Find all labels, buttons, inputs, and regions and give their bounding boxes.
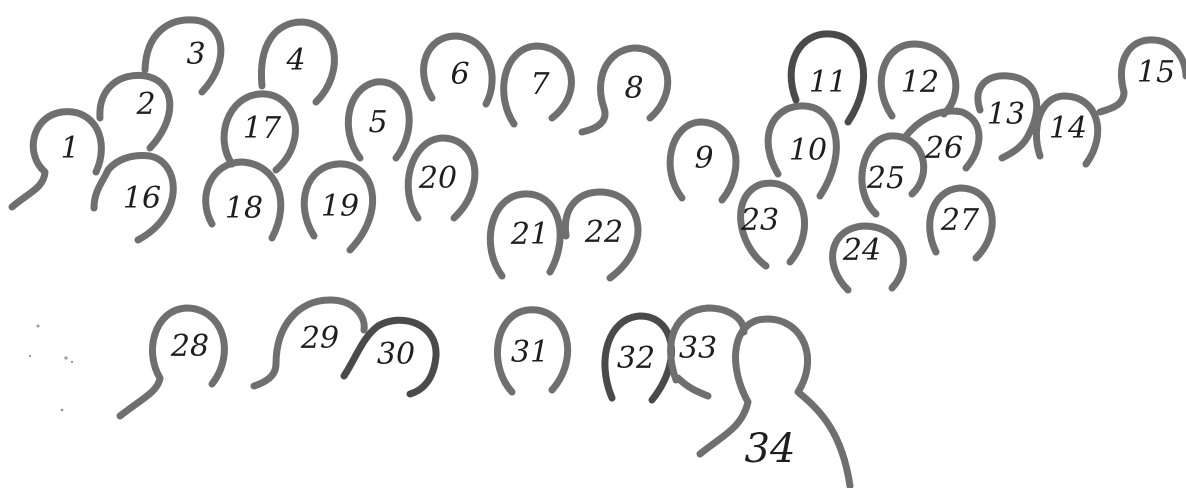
figure-label: 12 [901,65,939,100]
figure-label: 24 [842,233,881,268]
figure-label: 31 [511,335,549,370]
figure-label: 16 [123,181,161,216]
figure-label: 11 [809,65,847,100]
figure-label: 28 [170,329,209,364]
figure-label: 14 [1049,111,1087,146]
figure-label: 6 [450,57,469,92]
figure-16: 16 [94,156,173,240]
figure-label: 5 [368,105,387,140]
figure-label: 19 [321,189,359,224]
figure-label: 34 [745,426,796,472]
figure-20: 20 [408,138,475,218]
figure-label: 10 [789,133,827,168]
figure-18: 18 [206,162,281,238]
figure-label: 33 [679,331,717,366]
figure-13: 13 [978,76,1037,158]
figure-label: 3 [186,37,205,72]
figure-label: 21 [510,217,549,252]
figure-9: 9 [670,122,736,200]
figure-label: 23 [740,203,779,238]
figure-25: 25 [862,136,924,214]
figure-31: 31 [497,310,567,392]
figure-label: 27 [940,203,980,238]
figure-label: 18 [225,191,263,226]
figure-label: 26 [924,131,963,166]
figure-30: 30 [344,320,436,394]
figure-label: 13 [987,97,1025,132]
paper-specks [29,325,73,412]
figure-label: 30 [377,337,415,372]
figure-4: 4 [261,22,334,102]
figure-label: 8 [624,71,643,106]
figure-15: 15 [1100,40,1186,112]
figure-7: 7 [504,46,572,124]
figure-label: 17 [243,111,282,146]
figure-26: 26 [906,111,979,168]
figure-label: 15 [1137,55,1175,90]
figure-label: 32 [617,341,655,376]
figure-24: 24 [833,226,904,290]
figure-label: 2 [135,87,155,122]
figure-2: 2 [100,75,170,148]
figure-1: 1 [12,112,101,207]
figure-14: 14 [1036,96,1097,164]
figure-32: 32 [605,316,671,400]
figure-17: 17 [224,94,295,170]
figure-27: 27 [930,188,993,258]
figure-12: 12 [881,44,956,116]
figure-28: 28 [120,308,224,416]
figure-label: 9 [694,141,713,176]
figure-label: 7 [530,67,550,102]
figure-label: 25 [866,161,905,196]
figure-label: 4 [285,43,305,78]
figure-21: 21 [490,194,560,276]
figure-22: 22 [565,192,638,278]
figure-6: 6 [424,36,493,104]
figure-8: 8 [582,48,668,132]
figure-label: 1 [60,131,79,166]
figure-5: 5 [348,82,409,158]
figure-label: 20 [418,161,457,196]
figure-label: 29 [300,321,339,356]
figure-34: 34 [700,319,850,486]
figure-23: 23 [740,183,805,266]
figure-label: 22 [584,215,623,250]
figure-19: 19 [304,164,372,250]
